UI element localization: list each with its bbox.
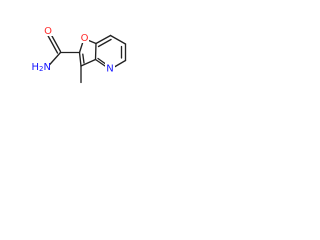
bond-c7a-c7 (95, 34, 112, 45)
bond-c7-c6 (109, 34, 127, 45)
atom-label-oxygen-ring: O (80, 32, 89, 44)
bond-c5-n4 (112, 59, 127, 69)
atom-label-oxygen-carbonyl: O (44, 25, 53, 37)
bond-c7a-c7-double (97, 38, 112, 48)
bond-n4-c3a (94, 58, 108, 68)
bond-c3-c2-double (82, 53, 85, 64)
bond-c7a-c3a (94, 42, 97, 61)
bond-amide (47, 51, 62, 68)
bond-c3a-c3 (80, 58, 97, 67)
amide-subscript: 2 (39, 65, 43, 73)
amide-nitrogen: N (44, 62, 51, 73)
atom-label-nitrogen-pyridine: N (105, 62, 115, 75)
bond-carbonyl-lower (45, 32, 59, 54)
chemical-structure: O O N H2N (31, 25, 127, 84)
carbonyl-oxygen-symbol: O (44, 26, 52, 37)
pyridine-nitrogen-symbol: N (106, 64, 113, 75)
amide-group-label: H2N (32, 62, 51, 73)
bond-n4-c3a-double (97, 57, 106, 65)
bond-c3-c2 (78, 51, 82, 67)
atom-label-amide-group: H2N (31, 61, 51, 73)
amide-hydrogen: H (32, 62, 40, 73)
ring-oxygen-symbol: O (81, 33, 89, 44)
